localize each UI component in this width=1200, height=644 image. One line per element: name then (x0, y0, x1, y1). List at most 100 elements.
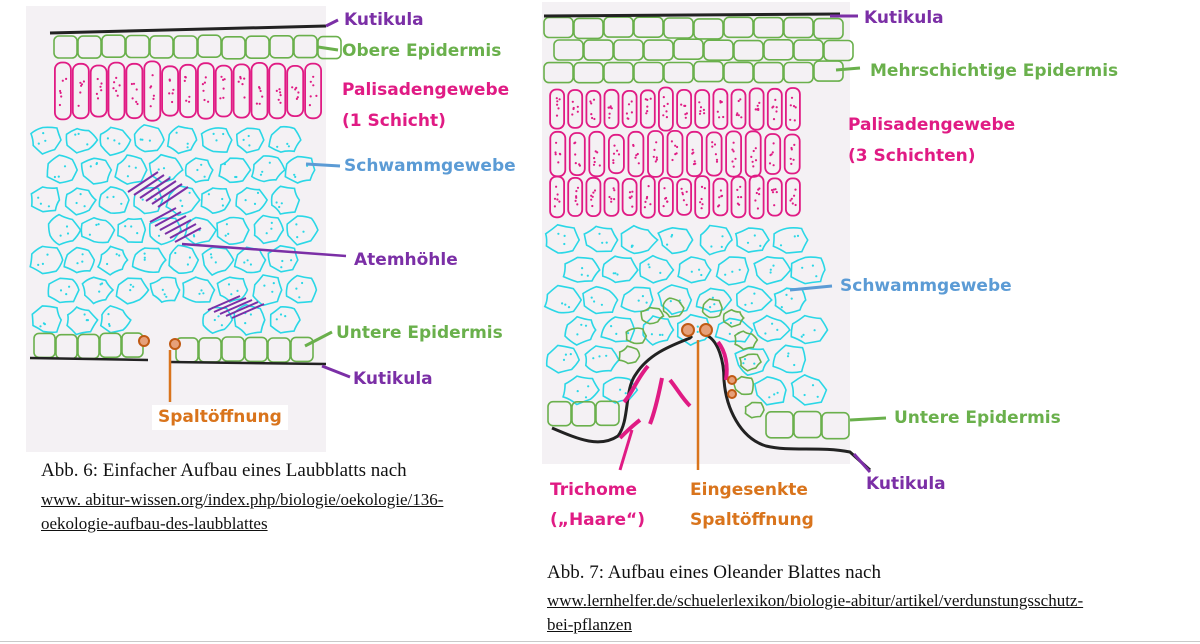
cell-dot (63, 165, 67, 168)
cell-dot (734, 157, 737, 160)
epidermis-cell (793, 39, 824, 61)
spongy-cell (148, 217, 182, 246)
cell-dot (592, 191, 595, 194)
cell-dot (290, 259, 293, 262)
epidermis-cell (633, 16, 664, 39)
cell-dot (719, 189, 722, 192)
cell-dot (653, 148, 656, 151)
caption-source-link-fig6-line1[interactable]: www. abitur-wissen.org/index.php/biologi… (41, 490, 444, 509)
spongy-cell (30, 186, 61, 213)
cell-dot (634, 156, 637, 159)
cell-dot (220, 324, 223, 327)
label-mehrschichtige-epidermis: Mehrschichtige Epidermis (870, 61, 1119, 81)
cell-dot (790, 197, 793, 200)
caption-source-link-fig7-line2[interactable]: bei-pflanzen (547, 615, 632, 634)
hatch-line (151, 183, 183, 205)
cell-dot (227, 283, 231, 286)
cell-dot (593, 189, 597, 192)
palisade-cells (54, 60, 323, 122)
palisade-cells-three-layers (549, 86, 801, 220)
cell-dot (168, 92, 171, 95)
cell-dot (728, 332, 731, 335)
epidermis-cell (267, 337, 291, 363)
spongy-cell (131, 247, 167, 274)
cell-dot (298, 296, 301, 299)
spongy-cell (790, 373, 828, 406)
cell-dot (554, 151, 557, 154)
cell-dot (263, 284, 266, 287)
cell-dot (558, 98, 561, 101)
pointer-kutikula-bottom (321, 364, 351, 379)
cell-dot (244, 322, 247, 325)
cell-dot (691, 148, 694, 151)
epidermis-cell (595, 400, 620, 427)
epidermis-cell (583, 39, 614, 61)
cell-dot (108, 324, 111, 327)
cell-dot (558, 200, 561, 203)
crypt-epidermis-cell (701, 298, 723, 319)
cell-dot (301, 281, 304, 285)
spongy-cell (47, 213, 82, 246)
cell-dot (574, 153, 577, 156)
cell-dot (200, 289, 203, 292)
cell-dot (732, 165, 735, 168)
cell-dot (718, 204, 721, 207)
cell-dot (57, 175, 60, 178)
cell-dot (193, 235, 196, 238)
crypt-epidermis-cell (732, 375, 755, 396)
cell-dot (302, 230, 305, 233)
cell-dot (186, 146, 189, 149)
cell-dot (671, 233, 674, 237)
multilayer-epidermis-cells (543, 16, 854, 84)
cell-dot (157, 234, 161, 237)
epidermis-cell (221, 35, 246, 60)
cell-dot (769, 154, 772, 157)
cell-dot (220, 75, 223, 78)
cell-dot (95, 223, 98, 226)
substomatal-cavity-hatching (127, 171, 265, 319)
palisade-cell (603, 177, 620, 217)
cell-dot (739, 185, 742, 188)
palisade-cell (196, 62, 215, 120)
palisade-cell (107, 61, 126, 121)
cell-dot (802, 333, 805, 336)
crypt-epidermis-cell (733, 330, 759, 351)
cell-dot (296, 96, 299, 99)
cell-dot (556, 198, 559, 201)
cell-dot (791, 202, 794, 205)
cell-dot (312, 75, 315, 78)
cell-dot (557, 107, 560, 110)
cell-dot (592, 163, 596, 166)
cell-dot (700, 185, 704, 188)
cell-dot (557, 161, 560, 164)
cell-dot (278, 88, 281, 91)
palisade-cell (658, 177, 674, 217)
spongy-cell (677, 256, 712, 284)
cell-dot (775, 191, 778, 194)
cell-dot (655, 141, 658, 144)
hatch-line (174, 227, 202, 243)
cell-dot (696, 325, 699, 328)
cell-dot (610, 197, 613, 200)
caption-source-link-fig7-line1[interactable]: www.lernhelfer.de/schuelerlexikon/biolog… (547, 591, 1084, 610)
label-schwammgewebe: Schwammgewebe (840, 276, 1012, 296)
cell-dot (575, 190, 578, 193)
cell-dot (279, 101, 282, 104)
cell-dot (212, 132, 215, 135)
cell-dot (789, 157, 792, 160)
cell-dot (663, 105, 666, 108)
cell-dot (555, 114, 559, 117)
cell-dot (617, 153, 621, 156)
epidermis-cell (693, 18, 724, 40)
cell-dot (739, 98, 742, 101)
cell-dot (554, 153, 557, 156)
cell-dot (803, 393, 806, 397)
cell-dot (584, 324, 588, 327)
cell-dot (65, 293, 68, 296)
caption-source-link-fig6-line2[interactable]: oekologie-aufbau-des-laubblattes (41, 514, 268, 533)
epidermis-cell (221, 336, 245, 362)
label-kutikula-top: Kutikula (344, 10, 424, 30)
cell-dot (661, 333, 664, 336)
palisade-cell (549, 175, 566, 219)
cell-dot (287, 145, 290, 148)
